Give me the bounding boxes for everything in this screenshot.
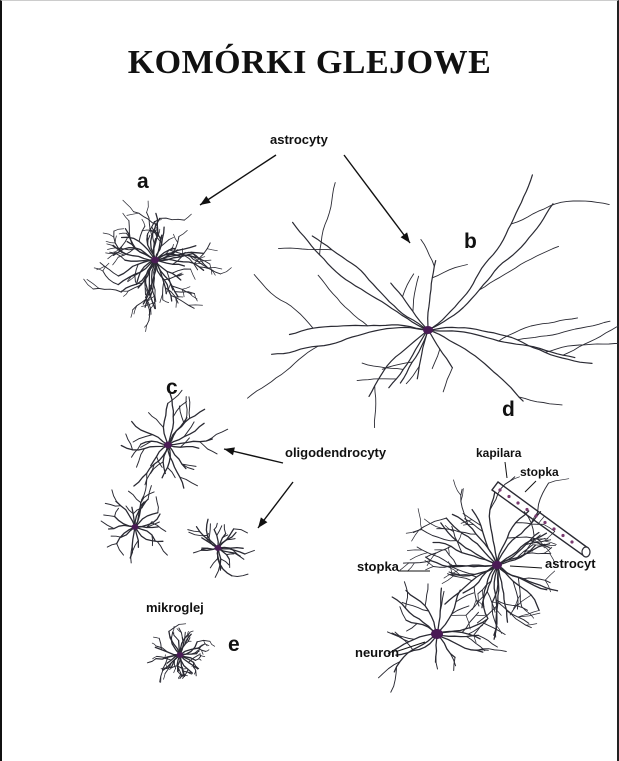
astrocyte-b — [248, 175, 619, 428]
neuron — [379, 582, 507, 693]
oligodendrocyte-1 — [121, 390, 227, 500]
label-stopka-left: stopka — [357, 559, 399, 574]
arrow-oligo-1 — [224, 447, 283, 463]
label-mikroglej: mikroglej — [146, 600, 204, 615]
label-neuron: neuron — [355, 645, 399, 660]
label-astrocyt: astrocyt — [545, 556, 596, 571]
astrocyte-a — [84, 200, 232, 331]
oligodendrocyte-2 — [101, 486, 167, 563]
letter-d: d — [502, 398, 515, 422]
arrow-astrocyty-b — [344, 155, 410, 243]
letter-e: e — [228, 633, 240, 657]
astrocyte-d — [400, 477, 569, 643]
oligodendrocyte-3 — [188, 519, 255, 577]
diagram-title: KOMÓRKI GLEJOWE — [0, 44, 619, 82]
microglia — [147, 624, 214, 683]
label-oligodendrocyty: oligodendrocyty — [285, 445, 386, 460]
letter-a: a — [137, 170, 149, 194]
letter-c: c — [166, 376, 178, 400]
label-kapilara: kapilara — [476, 446, 521, 460]
arrow-astrocyty-a — [200, 155, 276, 205]
label-astrocyty: astrocyty — [270, 132, 328, 147]
letter-b: b — [464, 230, 477, 254]
label-stopka-top: stopka — [520, 465, 559, 479]
arrow-oligo-2 — [258, 482, 293, 528]
